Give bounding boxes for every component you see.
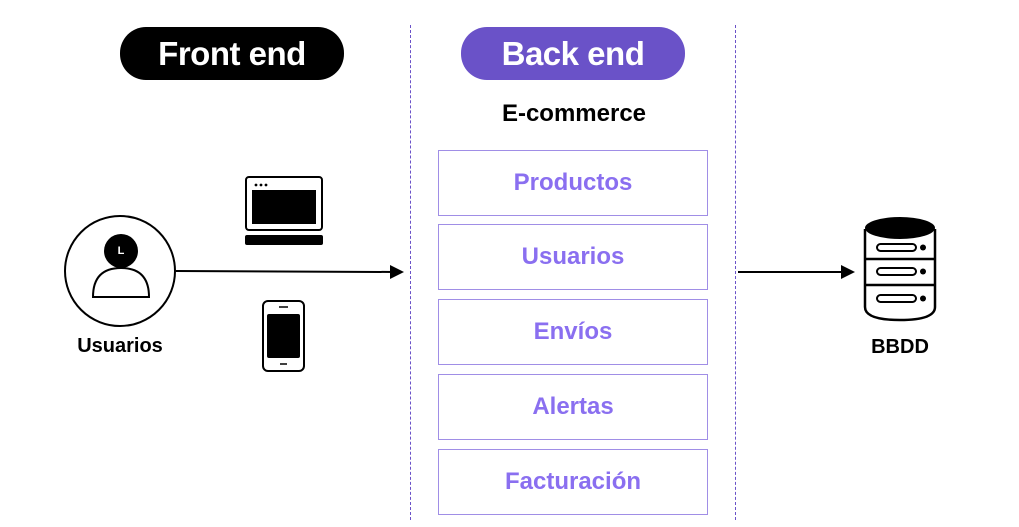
module-label: Productos: [513, 169, 633, 196]
module-label: Usuarios: [521, 243, 625, 270]
module-label: Envíos: [533, 318, 613, 345]
module-facturacion: Facturación: [438, 449, 708, 515]
module-label: Facturación: [504, 468, 642, 495]
module-usuarios: Usuarios: [438, 224, 708, 290]
module-productos: Productos: [438, 150, 708, 216]
database-label: BBDD: [871, 336, 929, 358]
laptop-icon: [245, 176, 323, 245]
back-end-header: Back end: [461, 27, 685, 80]
module-alertas: Alertas: [438, 374, 708, 440]
backend-title: E-commerce: [501, 100, 647, 127]
module-envios: Envíos: [438, 299, 708, 365]
database-icon: [863, 217, 937, 322]
avatar-letter: L: [117, 245, 125, 257]
user-icon: [64, 215, 176, 327]
arrow-to-database: [738, 265, 855, 279]
divider-left: [410, 25, 411, 520]
divider-right: [735, 25, 736, 520]
arrow-to-backend: [175, 265, 404, 279]
module-label: Alertas: [532, 393, 614, 420]
phone-icon: [262, 300, 305, 372]
front-end-header: Front end: [120, 27, 344, 80]
user-label: Usuarios: [77, 335, 163, 357]
